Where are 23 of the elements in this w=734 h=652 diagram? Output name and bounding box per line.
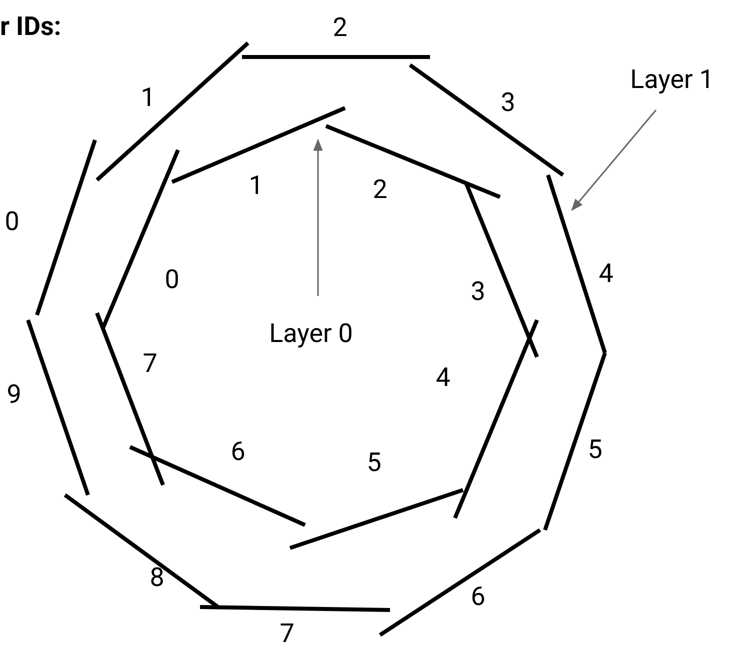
leader-line <box>313 138 323 296</box>
sector-number: 4 <box>436 365 450 391</box>
leader-line <box>571 110 657 211</box>
sector-number: 6 <box>470 584 486 610</box>
sector-number: 1 <box>248 173 264 199</box>
sector-number: 3 <box>500 90 516 116</box>
sector-number: 0 <box>164 267 180 293</box>
sector-number: 5 <box>366 450 382 476</box>
sector-number: 9 <box>6 382 22 408</box>
sector-number: 4 <box>598 261 614 287</box>
layer-label: Layer 0 <box>269 321 353 347</box>
sector-number: 0 <box>4 209 20 235</box>
sector-number: 2 <box>332 15 348 41</box>
sector-number: 7 <box>280 621 294 647</box>
sector-number: 5 <box>588 437 602 463</box>
sector-number: 6 <box>230 439 246 465</box>
sector-number: 8 <box>150 565 164 591</box>
title: r IDs: <box>0 14 62 40</box>
sector-number: 2 <box>372 177 388 203</box>
layer-label: Layer 1 <box>630 67 714 93</box>
sector-number: 7 <box>142 351 158 377</box>
sector-number: 3 <box>470 279 486 305</box>
sector-number: 1 <box>140 85 156 111</box>
